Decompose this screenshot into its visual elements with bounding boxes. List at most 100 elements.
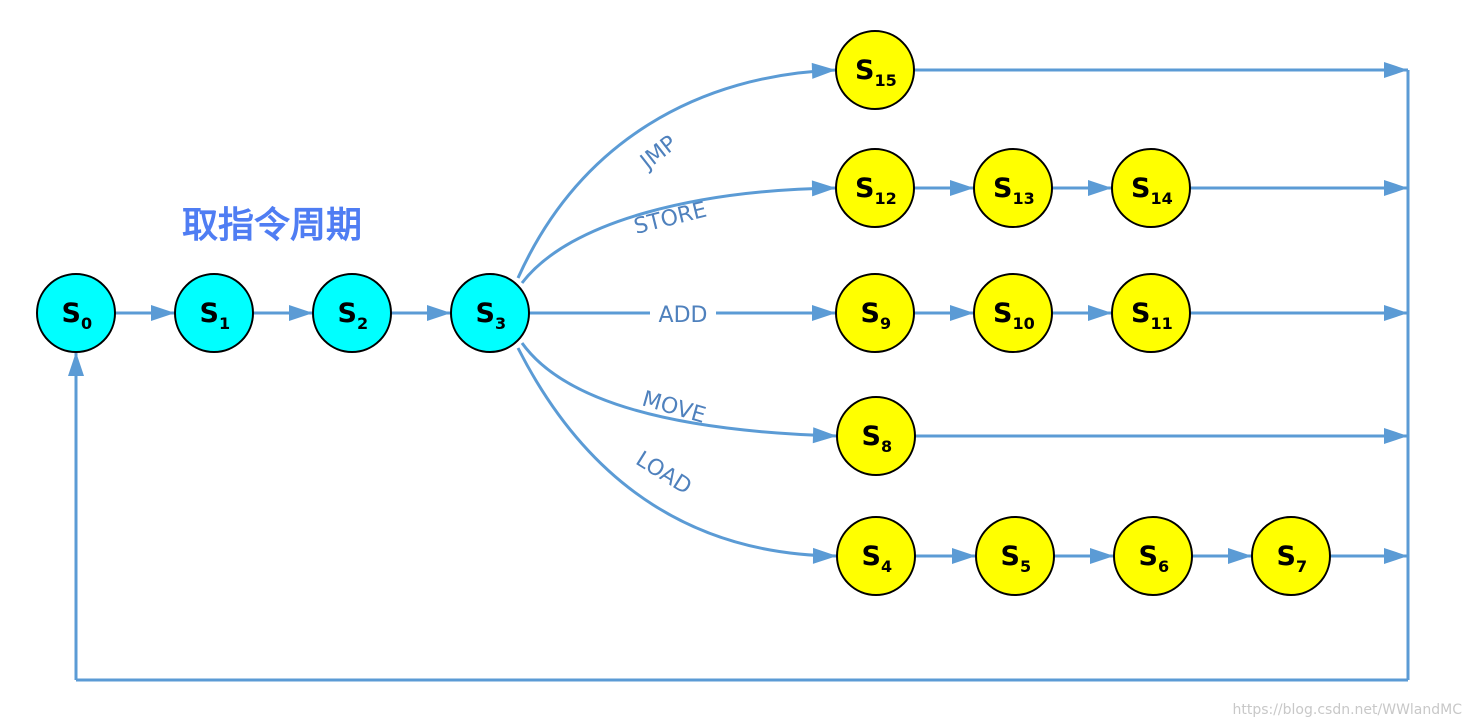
return-arrow-to-s0-arrowhead	[68, 352, 84, 376]
state-circle-s3	[450, 273, 530, 353]
branch-edge-jmp-arrowhead	[811, 62, 836, 79]
state-label-s1: S1	[200, 298, 231, 333]
state-subscript: 3	[495, 314, 506, 333]
state-node-s11: S11	[1111, 273, 1191, 353]
exec-arrow-s13-s14-arrowhead	[1088, 180, 1112, 196]
branch-label-store: STORE	[632, 198, 710, 240]
state-node-s6: S6	[1113, 516, 1193, 596]
branch-label-add: ADD	[659, 303, 708, 328]
state-node-s7: S7	[1251, 516, 1331, 596]
state-circle-s7	[1251, 516, 1331, 596]
exec-arrow-s4-s5-arrowhead	[952, 548, 976, 564]
state-node-s0: S0	[36, 273, 116, 353]
state-label-s5: S5	[1001, 541, 1032, 576]
state-subscript: 0	[81, 314, 92, 333]
state-label-s11: S11	[1131, 298, 1173, 333]
state-subscript: 10	[1012, 314, 1034, 333]
state-node-s15: S15	[835, 30, 915, 110]
state-label-s15: S15	[855, 55, 897, 90]
branch-edge-add-arrowhead	[812, 305, 836, 321]
state-subscript: 9	[880, 314, 891, 333]
state-node-s14: S14	[1111, 148, 1191, 228]
state-letter: S	[200, 298, 219, 329]
state-letter: S	[1131, 298, 1150, 329]
state-subscript: 12	[874, 189, 896, 208]
watermark-text: https://blog.csdn.net/WWlandMC	[1232, 702, 1462, 718]
return-arrow-store-arrowhead	[1384, 180, 1408, 196]
fetch-arrow-1-2-arrowhead	[289, 305, 313, 321]
state-node-s2: S2	[312, 273, 392, 353]
state-circle-s11	[1111, 273, 1191, 353]
phase-title: 取指令周期	[182, 205, 362, 246]
branch-labels: JMP STORE ADD MOVE LOAD	[631, 131, 716, 500]
state-node-s3: S3	[450, 273, 530, 353]
branch-edge-store	[520, 186, 837, 284]
state-circle-s9	[835, 273, 915, 353]
state-subscript: 4	[881, 557, 892, 576]
state-letter: S	[476, 298, 495, 329]
state-subscript: 15	[874, 71, 896, 90]
exec-arrow-s5-s6-arrowhead	[1090, 548, 1114, 564]
state-letter: S	[1139, 541, 1158, 572]
state-letter: S	[1001, 541, 1020, 572]
state-node-s1: S1	[174, 273, 254, 353]
state-label-s0: S0	[62, 298, 93, 333]
exec-arrow-s10-s11-arrowhead	[1088, 305, 1112, 321]
state-node-s8: S8	[836, 396, 916, 476]
state-circle-s1	[174, 273, 254, 353]
state-subscript: 1	[219, 314, 230, 333]
exec-arrow-s9-s10-arrowhead	[950, 305, 974, 321]
state-letter: S	[855, 55, 874, 86]
state-circle-s10	[973, 273, 1053, 353]
return-arrow-move-arrowhead	[1384, 428, 1408, 444]
state-subscript: 6	[1158, 557, 1169, 576]
state-label-s14: S14	[1131, 173, 1173, 208]
state-letter: S	[861, 298, 880, 329]
branch-edge-move	[520, 342, 838, 438]
state-subscript: 7	[1296, 557, 1307, 576]
state-label-s7: S7	[1277, 541, 1308, 576]
state-letter: S	[855, 173, 874, 204]
state-label-s2: S2	[338, 298, 369, 333]
state-node-s9: S9	[835, 273, 915, 353]
state-label-s4: S4	[862, 541, 893, 576]
state-subscript: 11	[1150, 314, 1172, 333]
return-arrow-jmp-arrowhead	[1384, 62, 1408, 78]
transition-edges	[68, 62, 1410, 682]
state-label-s8: S8	[862, 421, 893, 456]
state-circle-s15	[835, 30, 915, 110]
state-letter: S	[338, 298, 357, 329]
state-label-s12: S12	[855, 173, 897, 208]
state-circle-s6	[1113, 516, 1193, 596]
state-letter: S	[62, 298, 81, 329]
state-label-s13: S13	[993, 173, 1035, 208]
state-subscript: 5	[1020, 557, 1031, 576]
fetch-arrow-0-1-arrowhead	[151, 305, 175, 321]
state-subscript: 8	[881, 437, 892, 456]
state-subscript: 2	[357, 314, 368, 333]
exec-arrow-s6-s7-arrowhead	[1228, 548, 1252, 564]
state-letter: S	[993, 298, 1012, 329]
return-arrow-load-arrowhead	[1384, 548, 1408, 564]
state-node-s13: S13	[973, 148, 1053, 228]
branch-label-jmp: JMP	[634, 131, 682, 176]
state-label-s10: S10	[993, 298, 1035, 333]
state-node-s10: S10	[973, 273, 1053, 353]
state-letter: S	[993, 173, 1012, 204]
exec-arrow-s12-s13-arrowhead	[950, 180, 974, 196]
label-background	[650, 302, 716, 328]
return-arrow-add-arrowhead	[1384, 305, 1408, 321]
state-circle-s2	[312, 273, 392, 353]
state-circle-s0	[36, 273, 116, 353]
state-circle-s13	[973, 148, 1053, 228]
branch-label-move: MOVE	[639, 387, 708, 429]
state-subscript: 14	[1150, 189, 1172, 208]
state-node-s4: S4	[836, 516, 916, 596]
state-node-s5: S5	[975, 516, 1055, 596]
branch-label-load: LOAD	[631, 447, 695, 500]
branch-edge-move-arrowhead	[812, 427, 837, 444]
state-letter: S	[1277, 541, 1296, 572]
state-label-s3: S3	[476, 298, 507, 333]
